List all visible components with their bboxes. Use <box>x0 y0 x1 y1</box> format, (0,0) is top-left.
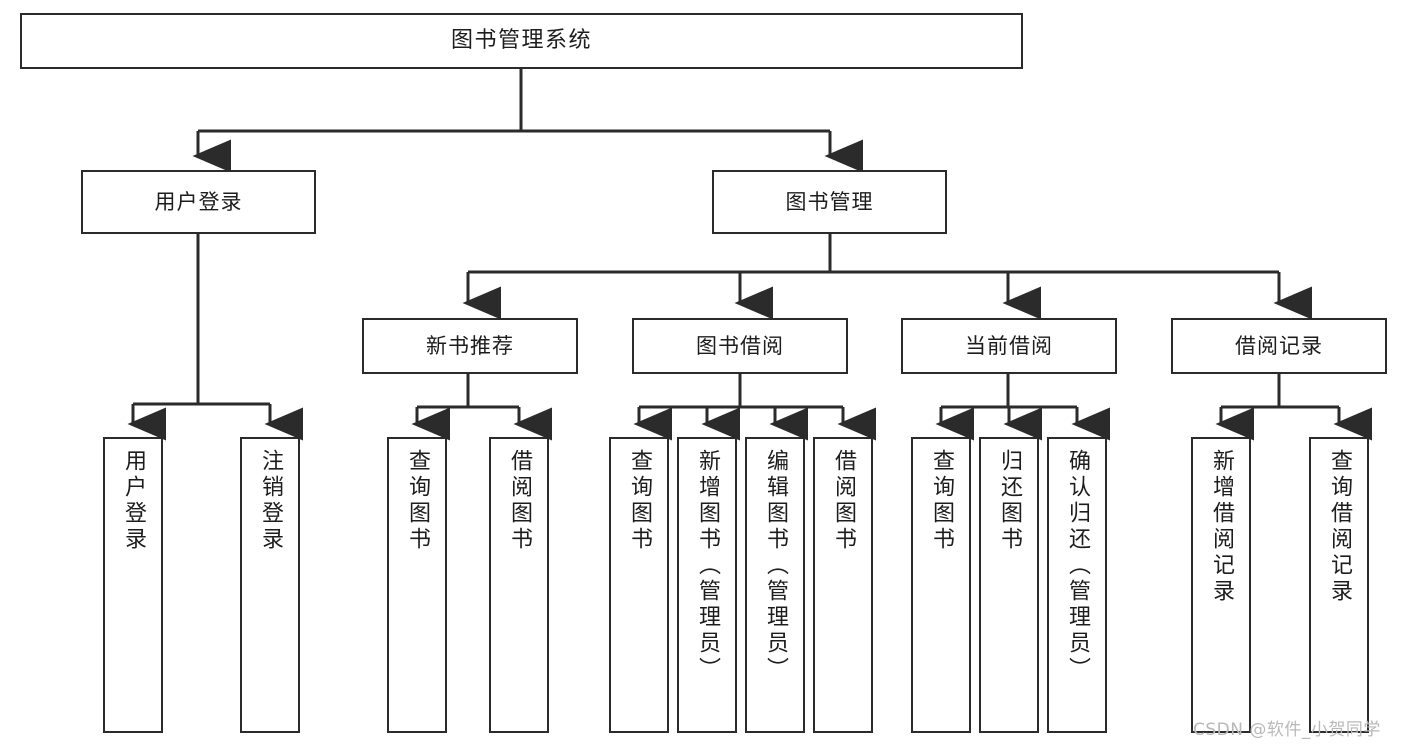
node-label: 新增借阅记录 <box>1209 449 1234 605</box>
node-label: 查询图书 <box>627 449 652 553</box>
node-root-book-management-system[interactable]: 图书管理系统 <box>20 13 1023 69</box>
node-label: 借阅图书 <box>831 449 856 553</box>
node-label: 新书推荐 <box>426 333 514 358</box>
node-label: 查询图书 <box>929 449 954 553</box>
leaf-borrow-record-add-record[interactable]: 新增借阅记录 <box>1191 437 1251 733</box>
node-label: 图书管理系统 <box>450 28 592 54</box>
node-label: 注销登录 <box>258 449 283 553</box>
leaf-book-borrow-edit-book-admin[interactable]: 编辑图书（管理员） <box>745 437 805 733</box>
leaf-new-book-borrow-book[interactable]: 借阅图书 <box>489 437 549 733</box>
leaf-user-login-logout[interactable]: 注销登录 <box>240 437 300 733</box>
node-label: 新增图书（管理员） <box>695 449 720 683</box>
node-label: 确认归还（管理员） <box>1065 449 1090 683</box>
node-label: 当前借阅 <box>965 333 1053 358</box>
node-borrow-record[interactable]: 借阅记录 <box>1171 318 1387 374</box>
leaf-user-login-login[interactable]: 用户登录 <box>103 437 163 733</box>
leaf-book-borrow-add-book-admin[interactable]: 新增图书（管理员） <box>677 437 737 733</box>
leaf-current-borrow-confirm-return-admin[interactable]: 确认归还（管理员） <box>1047 437 1107 733</box>
node-label: 借阅记录 <box>1235 333 1323 358</box>
leaf-new-book-query-book[interactable]: 查询图书 <box>387 437 447 733</box>
node-book-management[interactable]: 图书管理 <box>712 170 947 234</box>
node-user-login[interactable]: 用户登录 <box>81 170 316 234</box>
leaf-book-borrow-query-book[interactable]: 查询图书 <box>609 437 669 733</box>
node-label: 编辑图书（管理员） <box>763 449 788 683</box>
node-label: 用户登录 <box>154 189 243 214</box>
node-label: 借阅图书 <box>507 449 532 553</box>
node-label: 查询借阅记录 <box>1327 449 1352 605</box>
node-new-book-recommend[interactable]: 新书推荐 <box>362 318 578 374</box>
node-current-borrow[interactable]: 当前借阅 <box>901 318 1117 374</box>
leaf-current-borrow-return-book[interactable]: 归还图书 <box>979 437 1039 733</box>
leaf-borrow-record-query-record[interactable]: 查询借阅记录 <box>1309 437 1369 733</box>
csdn-watermark: CSDN @软件_小贺同学 <box>1193 720 1381 740</box>
node-label: 图书管理 <box>785 189 874 214</box>
leaf-current-borrow-query-book[interactable]: 查询图书 <box>911 437 971 733</box>
node-book-borrow[interactable]: 图书借阅 <box>632 318 848 374</box>
node-label: 用户登录 <box>121 449 146 553</box>
leaf-book-borrow-borrow-book[interactable]: 借阅图书 <box>813 437 873 733</box>
node-label: 图书借阅 <box>696 333 784 358</box>
node-label: 归还图书 <box>997 449 1022 553</box>
node-label: 查询图书 <box>405 449 430 553</box>
